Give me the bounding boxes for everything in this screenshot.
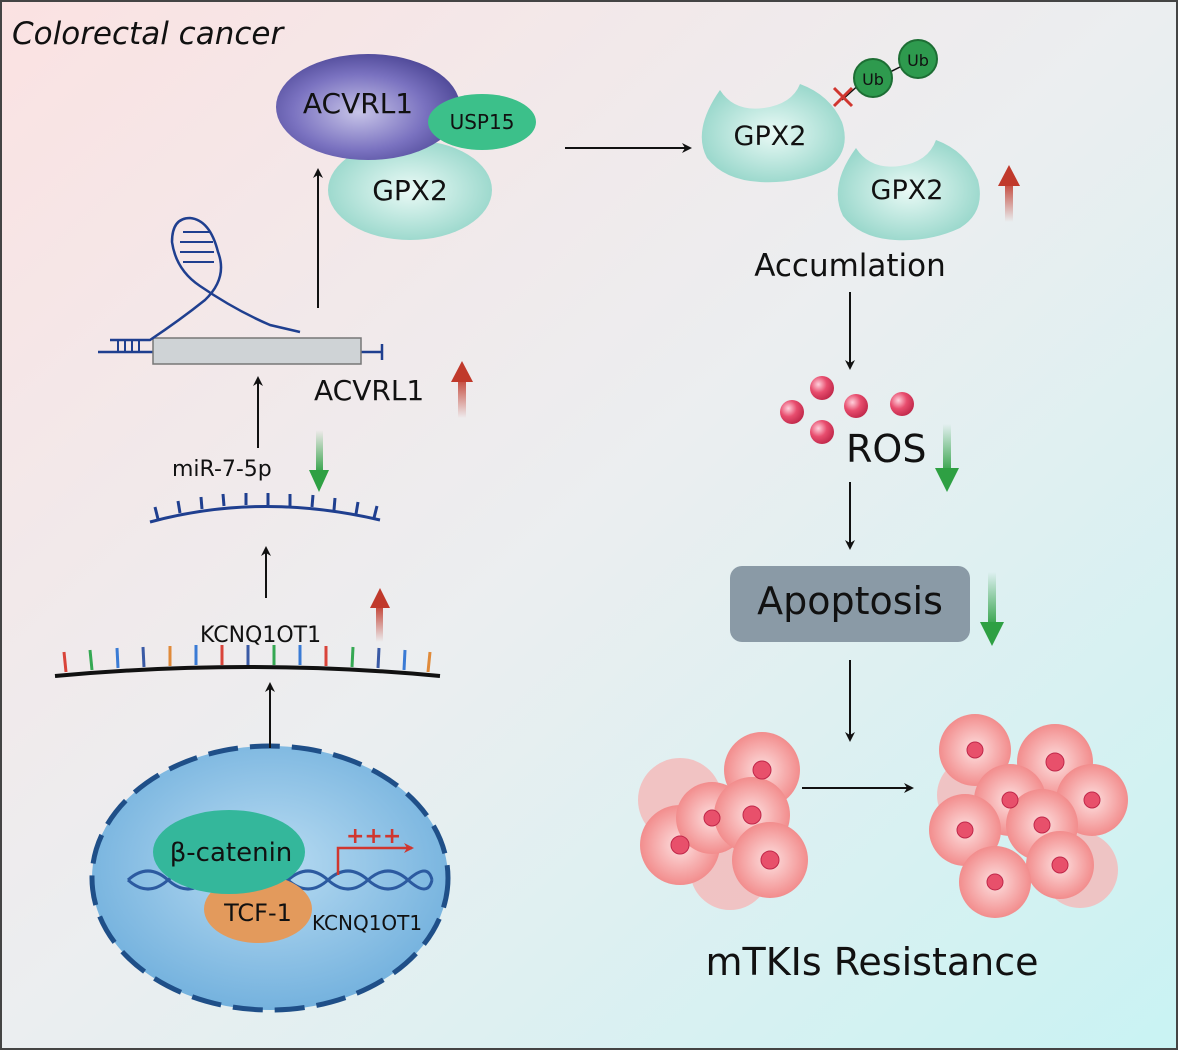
acvrl1-mrna (98, 216, 384, 365)
nucleus: TCF-1 β-catenin KCNQ1OT1 +++ (89, 743, 451, 1013)
acvrl1-protein-label: ACVRL1 (303, 87, 413, 120)
cell-cluster-left (638, 732, 808, 910)
block-x-icon (832, 86, 854, 108)
transcription-arrow (336, 843, 414, 875)
cell-cluster-right (929, 714, 1128, 918)
gpx2-up-arrow (998, 165, 1020, 222)
acvrl1-up-arrow (451, 361, 473, 418)
plus-label: +++ (346, 824, 401, 849)
gpx2-protein-a (701, 84, 845, 183)
lncrna-strand (54, 645, 441, 678)
beta-catenin-protein (153, 810, 305, 894)
ubiquitin-icon (853, 58, 893, 98)
ros-molecules (780, 376, 914, 444)
apoptosis-label: Apoptosis (757, 579, 943, 623)
lnc-label: KCNQ1OT1 (200, 623, 321, 648)
accumulation-label: Accumlation (754, 248, 946, 284)
kcnq-gene-label: KCNQ1OT1 (312, 911, 422, 935)
mirna-strand (149, 493, 381, 524)
apoptosis-box (730, 566, 970, 642)
gpx2-complex-protein (328, 140, 492, 240)
usp15-label: USP15 (450, 110, 515, 134)
acvrl1-protein (276, 54, 460, 160)
tcf1-label: TCF-1 (223, 899, 292, 927)
mir-label: miR-7-5p (172, 457, 272, 482)
mir-down-arrow (309, 430, 329, 492)
gpx2-accumulation: GPX2 GPX2 Ub Ub (701, 39, 980, 241)
resistance-label: mTKIs Resistance (705, 940, 1038, 984)
usp15-protein (428, 94, 536, 150)
ub1-label: Ub (862, 70, 884, 89)
diagram-title: Colorectal cancer (12, 16, 285, 52)
beta-catenin-label: β-catenin (170, 838, 293, 868)
apoptosis-down-arrow (980, 572, 1004, 646)
gpx2-a-label: GPX2 (734, 121, 807, 152)
ros-down-arrow (935, 424, 959, 492)
acvrl1-gene-label: ACVRL1 (314, 374, 424, 407)
ros-label: ROS (846, 427, 926, 471)
gpx2-complex-label: GPX2 (372, 174, 448, 207)
ubiquitin-icon-2 (898, 39, 938, 79)
gpx2-protein-b (837, 140, 980, 241)
ub2-label: Ub (907, 51, 929, 70)
gpx2-b-label: GPX2 (871, 175, 944, 206)
protein-complex: GPX2 ACVRL1 USP15 (276, 54, 536, 240)
lnc-up-arrow (370, 588, 390, 642)
